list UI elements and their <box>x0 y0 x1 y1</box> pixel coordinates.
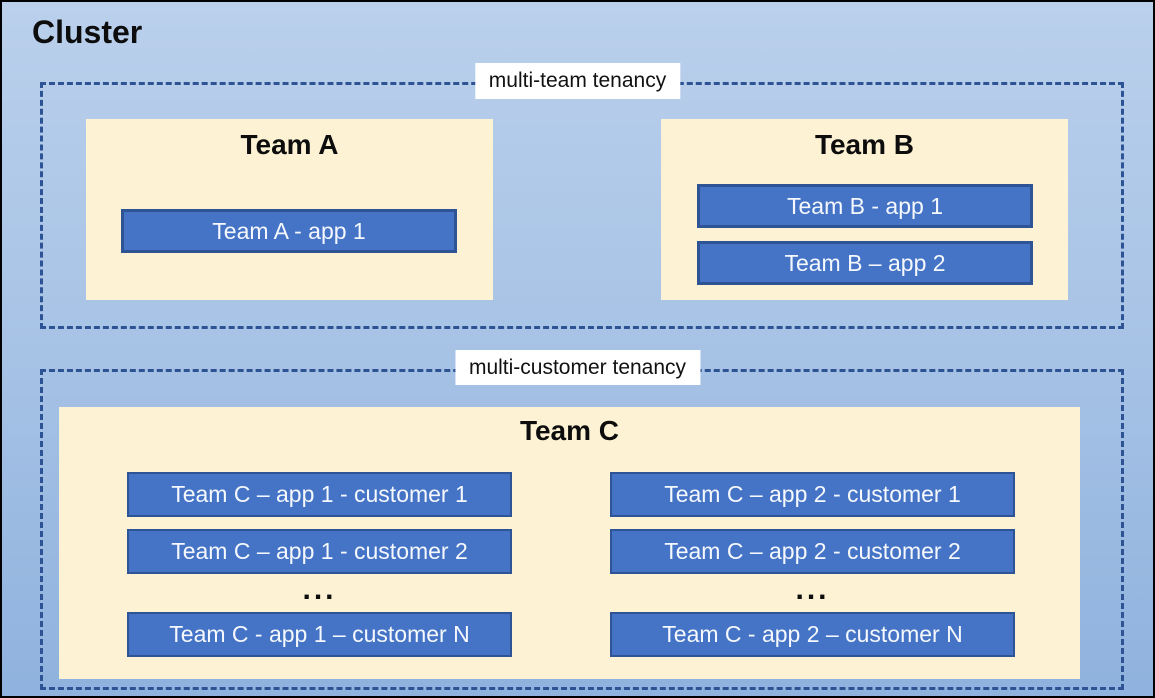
multi-customer-tenancy-label: multi-customer tenancy <box>454 350 701 385</box>
team-b-app-2-node: Team B – app 2 <box>697 241 1033 285</box>
team-a-app-1-node: Team A - app 1 <box>121 209 457 253</box>
team-c-title: Team C <box>519 415 620 446</box>
team-b-box: Team B Team B - app 1 Team B – app 2 <box>661 119 1068 300</box>
team-b-title: Team B <box>814 129 915 160</box>
team-c-box: Team C Team C – app 1 - customer 1 Team … <box>59 407 1080 679</box>
team-c-app2-customer2-node: Team C – app 2 - customer 2 <box>610 529 1015 574</box>
team-c-app1-customer1-node: Team C – app 1 - customer 1 <box>127 472 512 517</box>
team-a-title: Team A <box>240 129 339 160</box>
team-c-app2-ellipsis: ... <box>795 573 830 606</box>
multi-team-tenancy-label: multi-team tenancy <box>474 63 681 99</box>
team-c-app1-customerN-node: Team C - app 1 – customer N <box>127 612 512 657</box>
team-c-app2-customer1-node: Team C – app 2 - customer 1 <box>610 472 1015 517</box>
team-c-app2-customerN-node: Team C - app 2 – customer N <box>610 612 1015 657</box>
team-b-app-1-node: Team B - app 1 <box>697 184 1033 228</box>
team-c-app1-ellipsis: ... <box>302 573 337 606</box>
team-a-box: Team A Team A - app 1 <box>86 119 493 300</box>
cluster-title: Cluster <box>32 14 143 50</box>
team-c-app1-customer2-node: Team C – app 1 - customer 2 <box>127 529 512 574</box>
